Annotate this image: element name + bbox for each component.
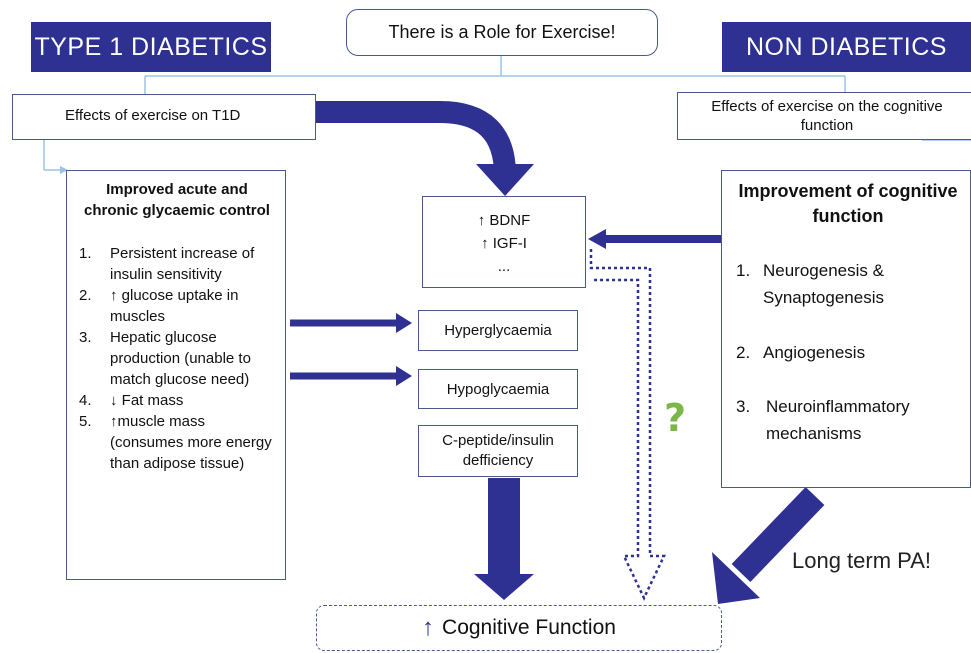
title-text: There is a Role for Exercise!	[388, 22, 616, 42]
glycaemic-panel-title: Improved acute and chronic glycaemic con…	[84, 181, 270, 219]
hypoglycaemia-box: Hypoglycaemia	[418, 369, 578, 409]
cognitive-list: 1.Neurogenesis & Synaptogenesis 2.Angiog…	[736, 257, 960, 447]
curved-arrow-shaft	[316, 101, 516, 176]
list-item: 2.Angiogenesis	[736, 343, 866, 362]
left-arrow-head	[588, 229, 606, 249]
type1-banner: TYPE 1 DIABETICS	[31, 22, 271, 72]
bdnf-label: ↑ BDNF	[477, 212, 531, 229]
t1d-effects-box: Effects of exercise on T1D	[12, 94, 316, 140]
non-diabetics-banner: NON DIABETICS	[722, 22, 971, 72]
dotted-arrow	[589, 249, 666, 601]
glycaemic-list: 1.Persistent increase of insulin sensiti…	[79, 243, 275, 474]
igf-label: ↑ IGF-I	[481, 235, 527, 252]
hypoglycaemia-label: Hypoglycaemia	[446, 380, 550, 398]
hyper-arrow-head	[396, 313, 412, 333]
down-arrow-shaft	[488, 478, 520, 576]
cognitive-function-label: Cognitive Function	[442, 616, 616, 639]
hyperglycaemia-label: Hyperglycaemia	[444, 322, 552, 339]
up-arrow-icon: ↑	[422, 614, 435, 641]
glycaemic-panel: Improved acute and chronic glycaemic con…	[66, 170, 286, 580]
cpeptide-box: C-peptide/insulin defficiency	[418, 425, 578, 477]
ellipsis-label: ...	[497, 258, 511, 275]
down-arrow-head	[474, 574, 534, 600]
diagonal-arrow-shaft	[731, 486, 825, 583]
list-item: 5.↑muscle mass (consumes more energy tha…	[79, 413, 272, 472]
list-item: 2.↑ glucose uptake in muscles	[79, 287, 239, 325]
bracket-lines	[43, 56, 971, 171]
long-term-label: Long term PA!	[792, 548, 931, 573]
list-item: 1.Neurogenesis & Synaptogenesis	[736, 261, 884, 307]
hypo-arrow-head	[396, 366, 412, 386]
list-item: 3.Neuroinflammatory mechanisms	[736, 397, 910, 443]
t1d-effects-label: Effects of exercise on T1D	[65, 107, 241, 124]
question-mark-icon: ?	[664, 396, 687, 440]
growth-factors-box: ↑ BDNF ↑ IGF-I ...	[422, 196, 586, 288]
list-item: 1.Persistent increase of insulin sensiti…	[79, 245, 255, 283]
bracket-arrowhead	[60, 166, 68, 174]
hyperglycaemia-box: Hyperglycaemia	[418, 310, 578, 351]
cognitive-panel-title: Improvement of cognitive function	[738, 181, 958, 226]
curved-arrow-head	[476, 164, 534, 196]
diagonal-arrow-head	[712, 552, 760, 604]
cpeptide-label: C-peptide/insulin defficiency	[442, 432, 554, 469]
list-item: 3.Hepatic glucose production (unable to …	[79, 329, 251, 388]
cognitive-panel: Improvement of cognitive function 1.Neur…	[721, 170, 971, 488]
cognitive-effects-box: Effects of exercise on the cognitive fun…	[677, 92, 971, 140]
title-box: There is a Role for Exercise!	[346, 9, 658, 56]
cognitive-effects-label: Effects of exercise on the cognitive fun…	[711, 98, 943, 134]
list-item: 4.↓ Fat mass	[79, 392, 184, 409]
cognitive-function-box: ↑ Cognitive Function	[316, 605, 722, 651]
